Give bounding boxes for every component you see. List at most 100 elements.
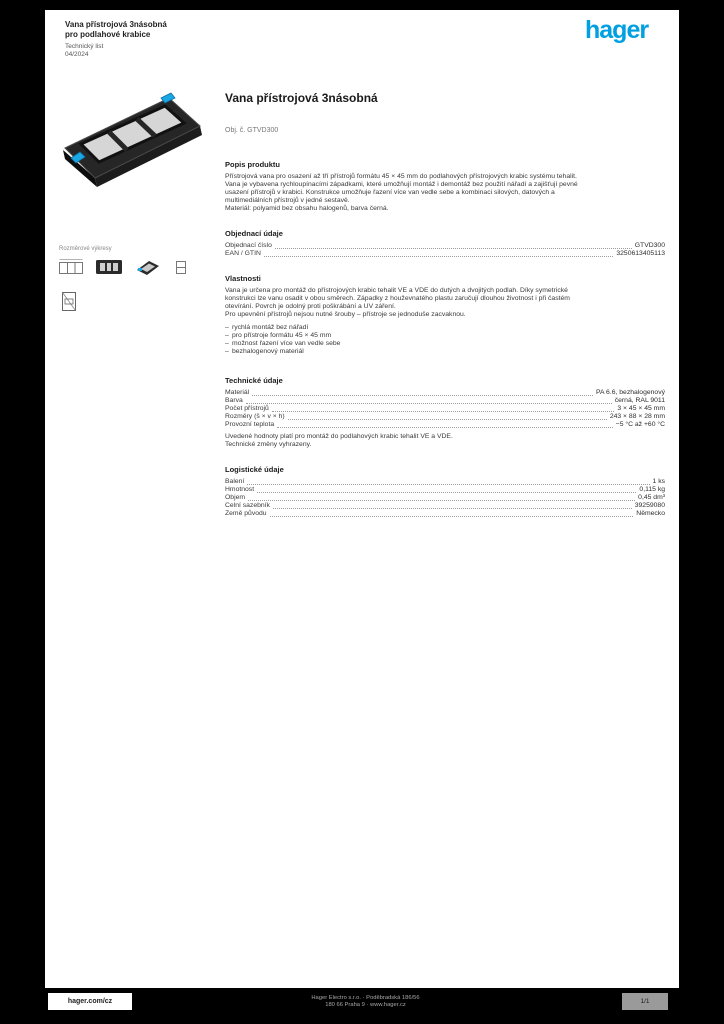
spec-row: EAN / GTIN 3250613405113 <box>225 250 665 258</box>
spec-label: Objem <box>225 494 246 501</box>
spec-row: Balení 1 ks <box>225 478 665 486</box>
footer-page-number: 1/1 <box>622 993 668 1010</box>
leader-dots <box>252 394 593 396</box>
note-line: Technické změny vyhrazeny. <box>225 441 312 448</box>
spec-row: Hmotnost 0,115 kg <box>225 486 665 494</box>
note-line: Uvedené hodnoty platí pro montáž do podl… <box>225 433 453 440</box>
product-photo <box>53 86 205 208</box>
spec-value: Německo <box>636 510 665 517</box>
product-reference: Obj. č. GTVD300 <box>225 127 279 134</box>
drawing-thumbnails <box>59 258 229 276</box>
product-thumbnail-top <box>96 260 122 274</box>
spec-row: Země původu Německo <box>225 510 665 518</box>
spec-row: Objednací číslo GTVD300 <box>225 242 665 250</box>
spec-value: −5 °C až +60 °C <box>615 421 665 428</box>
section-ordering: Objednací údaje Objednací číslo GTVD300 … <box>225 229 665 258</box>
spec-value: 3 × 45 × 45 mm <box>617 405 665 412</box>
footer-company-info: Hager Electro s.r.o. · Poděbradská 186/5… <box>283 995 448 1009</box>
section-features: Vlastnosti Vana je určena pro montáž do … <box>225 274 665 356</box>
mounting-clip-drawing-svg <box>62 292 76 311</box>
description-line: Materiál: polyamid bez obsahu halogenů, … <box>225 205 389 212</box>
spec-label: Barva <box>225 397 243 404</box>
spec-row: Počet přístrojů 3 × 45 × 45 mm <box>225 405 665 413</box>
description-line: Přístrojová vana pro osazení až tří přís… <box>225 173 577 180</box>
spec-row: Rozměry (š × v × h) 243 × 88 × 28 mm <box>225 413 665 421</box>
bullet-item: pro přístroje formátu 45 × 45 mm <box>225 332 665 340</box>
header-date: 04/2024 <box>65 51 89 58</box>
spec-label: EAN / GTIN <box>225 250 261 257</box>
features-line: otevírání. Povrch je odolný proti poškrá… <box>225 303 396 310</box>
leader-dots <box>247 483 650 485</box>
leader-dots <box>274 247 632 249</box>
spec-label: Materiál <box>225 389 250 396</box>
spec-label: Rozměry (š × v × h) <box>225 413 285 420</box>
spec-value: 1 ks <box>652 478 665 485</box>
ordering-heading: Objednací údaje <box>225 229 283 238</box>
dimension-drawing-front-view <box>59 259 83 274</box>
leader-dots <box>287 418 607 420</box>
footer-company-line2: 180 66 Praha 9 · www.hager.cz <box>325 1002 406 1008</box>
features-paragraph: Vana je určena pro montáž do přístrojový… <box>225 287 665 319</box>
bullet-item: bezhalogenový materiál <box>225 348 665 356</box>
spec-label: Celní sazebník <box>225 502 270 509</box>
hager-logo: hager <box>585 16 649 44</box>
bullet-item: možnost řazení více van vedle sebe <box>225 340 665 348</box>
spec-row: Celní sazebník 39259080 <box>225 502 665 510</box>
bullet-item: rychlá montáž bez nářadí <box>225 324 665 332</box>
leader-dots <box>277 426 613 428</box>
blue-clip-rear <box>160 92 176 104</box>
spec-value: PA 6.6, bezhalogenový <box>595 389 665 396</box>
header-doc-type: Technický list <box>65 43 104 50</box>
product-thumbnail-perspective <box>137 261 159 275</box>
leader-dots <box>269 515 634 517</box>
footer-company-line1: Hager Electro s.r.o. · Poděbradská 186/5… <box>311 995 420 1001</box>
drawings-caption: Rozměrové výkresy <box>59 246 112 252</box>
spec-label: Hmotnost <box>225 486 255 493</box>
leader-dots <box>248 499 636 501</box>
spec-value: GTVD300 <box>634 242 665 249</box>
leader-dots <box>263 255 614 257</box>
spec-label: Země původu <box>225 510 267 517</box>
section-description: Popis produktu Přístrojová vana pro osaz… <box>225 160 665 213</box>
description-line: multimediálních přístrojů v jedné sestav… <box>225 197 350 204</box>
spec-label: Objednací číslo <box>225 242 272 249</box>
description-paragraph: Přístrojová vana pro osazení až tří přís… <box>225 173 665 213</box>
leader-dots <box>271 410 615 412</box>
spec-row: Barva černá, RAL 9011 <box>225 397 665 405</box>
description-heading: Popis produktu <box>225 160 280 169</box>
spec-value: černá, RAL 9011 <box>614 397 665 404</box>
drawings-column: Rozměrové výkresy <box>59 246 229 319</box>
header-product-line2: pro podlahové krabice <box>65 30 151 39</box>
spec-value: 39259080 <box>634 502 665 509</box>
dimension-drawing-side-view <box>176 261 186 274</box>
spec-value: 243 × 88 × 28 mm <box>609 413 665 420</box>
page: Vana přístrojová 3násobná pro podlahové … <box>45 10 679 988</box>
section-technical: Technické údaje Materiál PA 6.6, bezhalo… <box>225 376 665 449</box>
header-block: Vana přístrojová 3násobná pro podlahové … <box>65 20 167 59</box>
product-title: Vana přístrojová 3násobná <box>225 91 378 105</box>
blue-clip-front <box>70 151 86 164</box>
spec-value: 0,115 kg <box>639 486 665 493</box>
mounting-clip-drawing <box>59 290 229 319</box>
footer-website-link[interactable]: hager.com/cz <box>48 993 132 1010</box>
spec-label: Balení <box>225 478 245 485</box>
features-line: konstrukci lze vanu osadit v obou směrec… <box>225 295 570 302</box>
spec-row: Materiál PA 6.6, bezhalogenový <box>225 389 665 397</box>
spec-row: Provozní teplota −5 °C až +60 °C <box>225 421 665 429</box>
section-logistics: Logistické údaje Balení 1 ks Hmotnost 0,… <box>225 465 665 518</box>
header-product-line1: Vana přístrojová 3násobná <box>65 20 167 29</box>
description-line: Vana je vybavena rychloupínacími západka… <box>225 181 578 188</box>
leader-dots <box>257 491 637 493</box>
spec-label: Počet přístrojů <box>225 405 269 412</box>
leader-dots <box>272 507 632 509</box>
leader-dots <box>245 402 612 404</box>
main-content: Vana přístrojová 3násobná Obj. č. GTVD30… <box>225 92 665 518</box>
product-photo-render <box>63 92 202 187</box>
logistics-heading: Logistické údaje <box>225 465 284 474</box>
technical-notes: Uvedené hodnoty platí pro montáž do podl… <box>225 433 665 449</box>
spec-value: 3250613405113 <box>616 250 665 257</box>
technical-heading: Technické údaje <box>225 376 283 385</box>
features-heading: Vlastnosti <box>225 274 261 283</box>
features-line: Vana je určena pro montáž do přístrojový… <box>225 287 568 294</box>
